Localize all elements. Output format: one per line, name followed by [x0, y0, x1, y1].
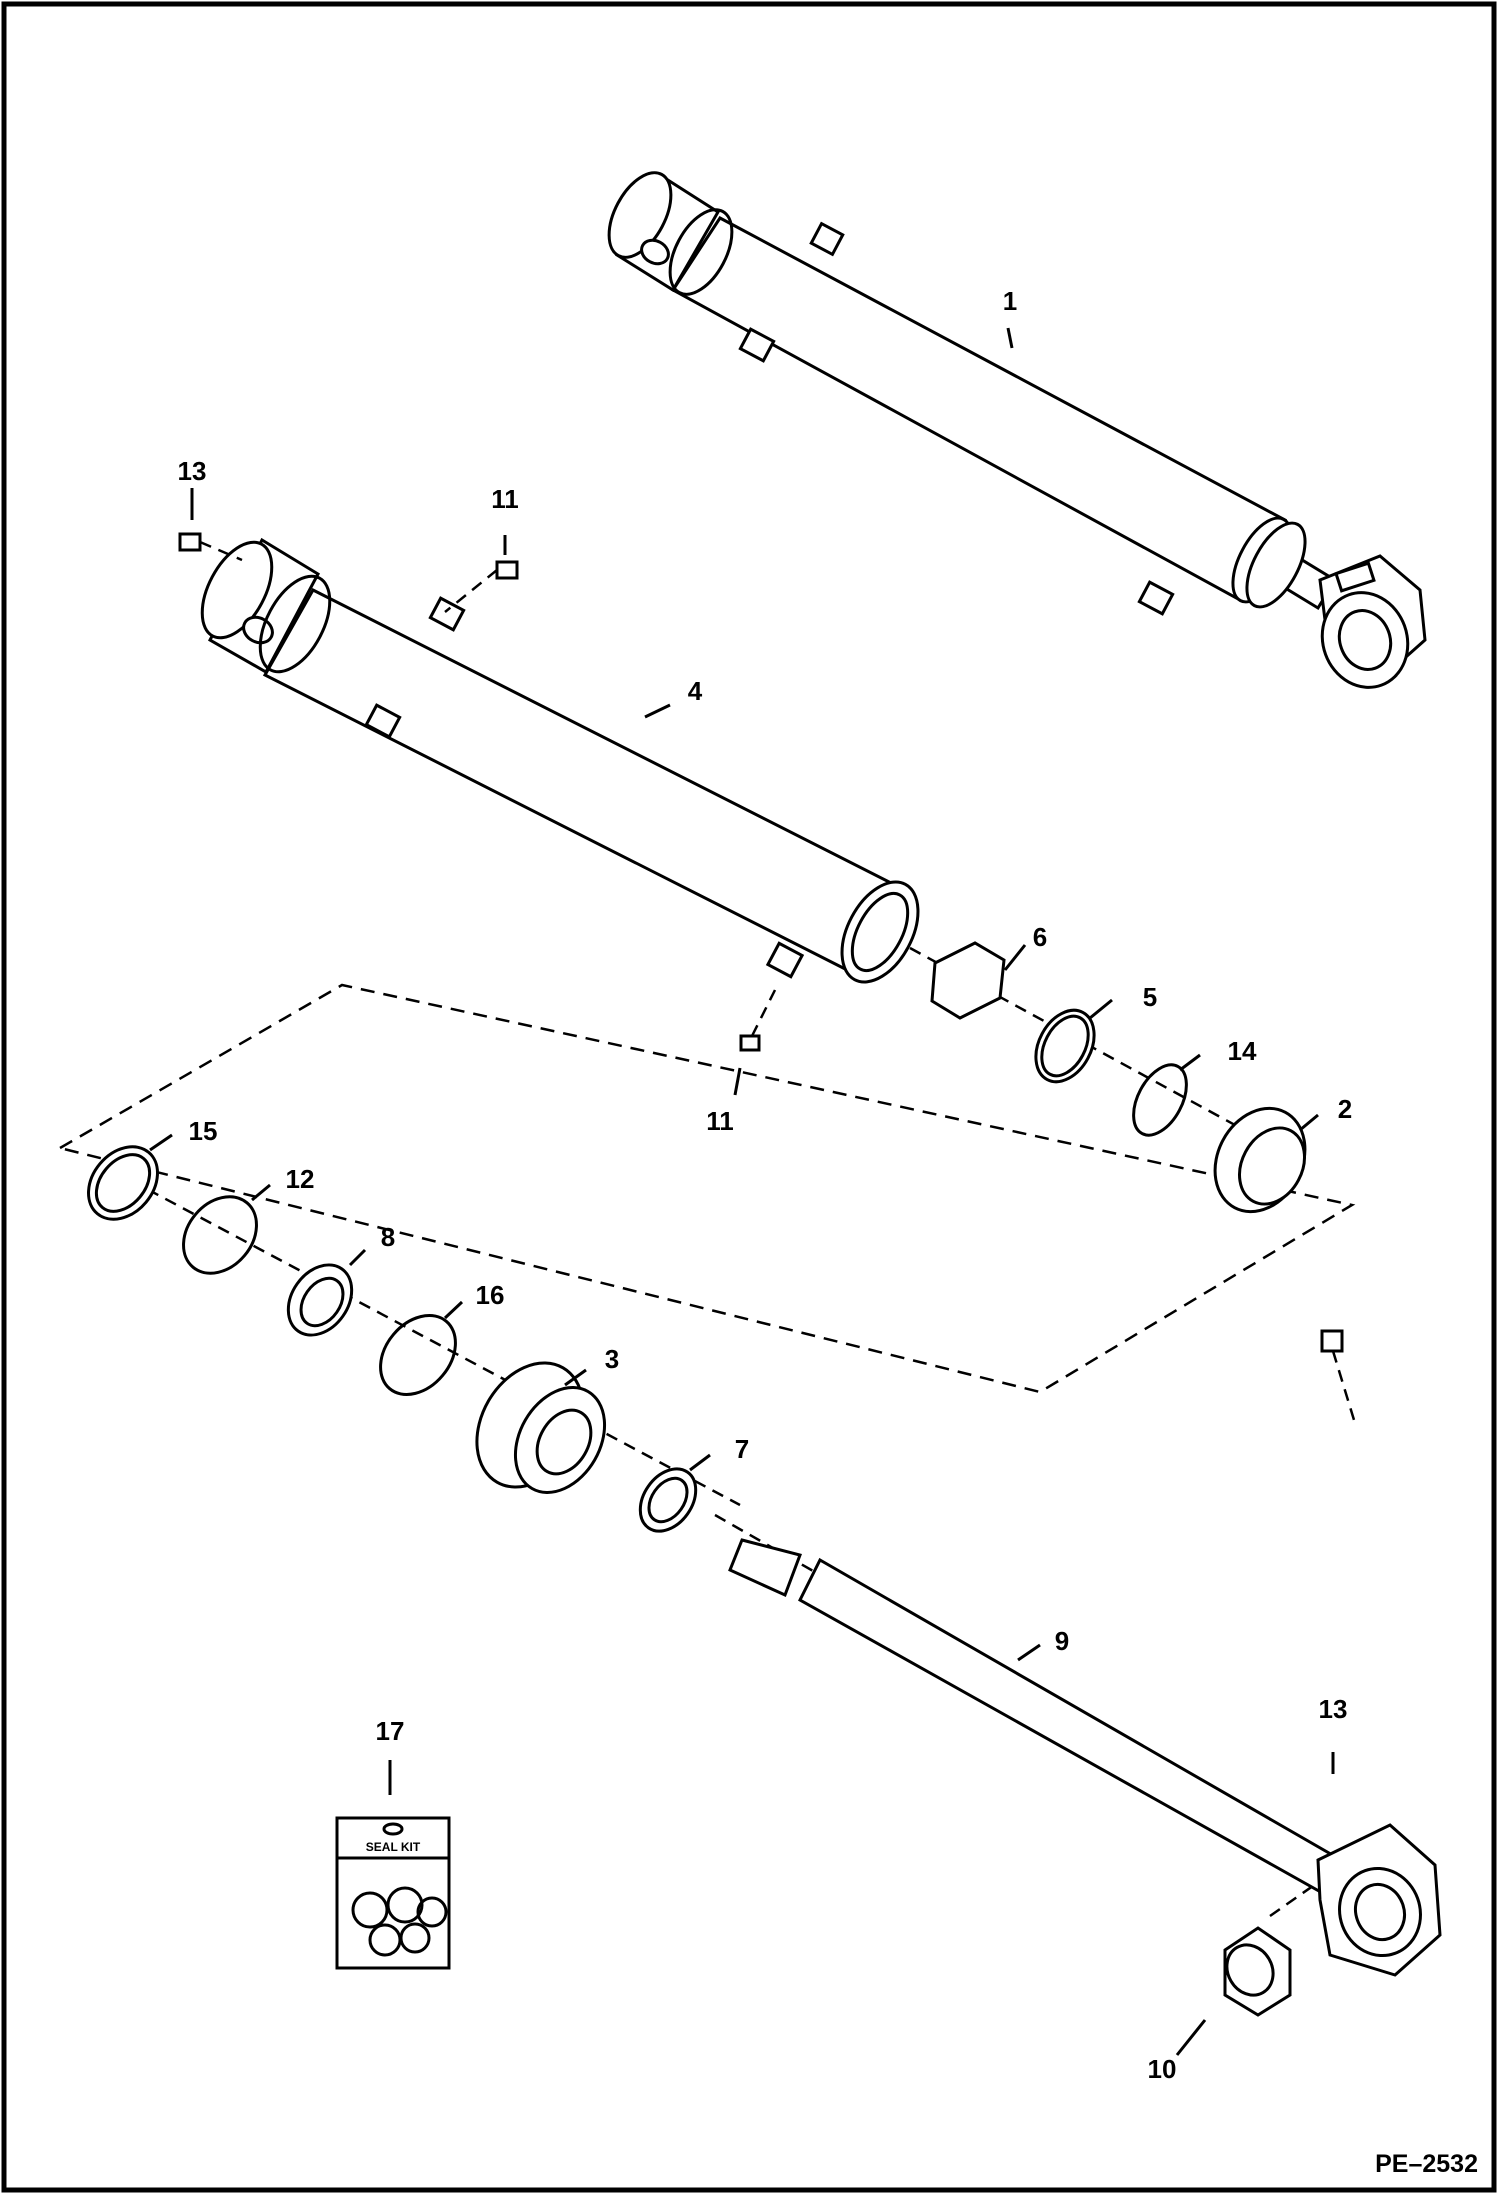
- callout-2: 2: [1338, 1094, 1352, 1124]
- callout-13: 13: [1319, 1694, 1348, 1724]
- rod-thread: [728, 1538, 802, 1598]
- part-16-ring: [379, 1314, 457, 1396]
- leader-lines: [149, 327, 1335, 2056]
- seal-kit-label: SEAL KIT: [366, 1840, 421, 1854]
- callout-10: 10: [1148, 2054, 1177, 2084]
- part-17-seal-kit: [335, 1816, 451, 1970]
- callout-11: 11: [491, 484, 519, 514]
- assembly-centerlines: [129, 540, 1356, 1918]
- callout-9: 9: [1055, 1626, 1069, 1656]
- callout-12: 12: [286, 1164, 315, 1194]
- fitting-13-lower: [1320, 1329, 1344, 1353]
- part-14-ring: [1132, 1063, 1188, 1137]
- callout-3: 3: [605, 1344, 619, 1374]
- callout-17: 17: [376, 1716, 405, 1746]
- callout-16: 16: [476, 1280, 505, 1310]
- part-4-barrel: [200, 537, 920, 984]
- callout-13: 13: [178, 456, 207, 486]
- part-9-rod: [728, 1538, 1442, 1977]
- callout-5: 5: [1143, 982, 1157, 1012]
- part-5-ring: [1034, 1008, 1096, 1084]
- callout-11: 11: [706, 1106, 734, 1136]
- callout-4: 4: [688, 676, 703, 706]
- figure-reference: PE–2532: [1375, 2150, 1478, 2178]
- callout-8: 8: [381, 1222, 395, 1252]
- callouts: 1 13 11 4 6 5 14 2 11 15 12 8 16 3 7 9 1…: [178, 286, 1353, 2084]
- callout-15: 15: [189, 1116, 218, 1146]
- seal-kit-boundary: [56, 983, 1356, 1394]
- part-12-ring: [182, 1195, 258, 1275]
- callout-14: 14: [1228, 1036, 1257, 1066]
- callout-1: 1: [1003, 286, 1017, 316]
- callout-7: 7: [735, 1434, 749, 1464]
- fitting-11-top: [495, 560, 519, 580]
- fitting-11-lower: [739, 1034, 761, 1052]
- part-6-nut: [930, 941, 1006, 1020]
- part-1-cylinder-assembly: [607, 171, 1427, 689]
- callout-6: 6: [1033, 922, 1047, 952]
- fitting-13-top: [178, 532, 202, 552]
